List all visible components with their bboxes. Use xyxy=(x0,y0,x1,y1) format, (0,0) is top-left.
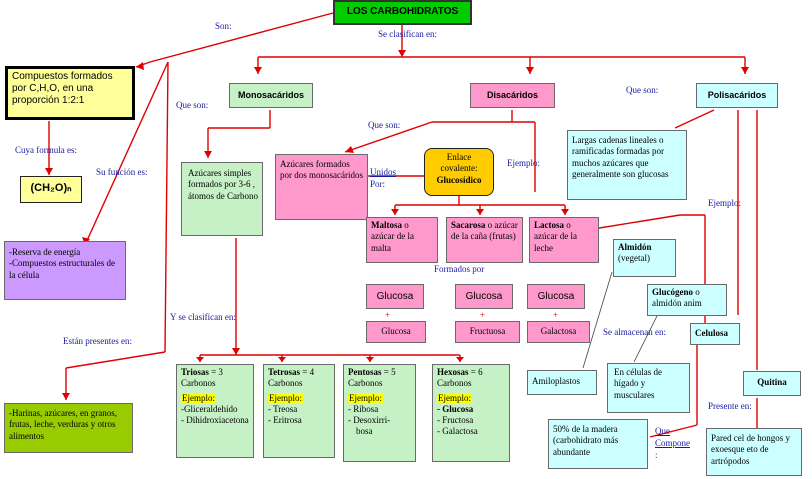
enlace-type: Glucosídico xyxy=(436,174,482,185)
label-por: Por: xyxy=(370,179,386,189)
disaccharide-desc: o azúcar de la caña (frutas) xyxy=(451,220,518,242)
disaccharide-desc: o azúcar de la leche xyxy=(534,220,577,253)
maltosa-box: Maltosa o azúcar de la malta xyxy=(366,217,438,263)
almidon-sub: (vegetal) xyxy=(618,253,650,264)
class-suffix: = 3 xyxy=(211,367,223,377)
ejemplo-tag: Ejemplo: xyxy=(268,392,303,404)
disaccharide-name: Lactosa xyxy=(534,220,564,230)
label-que-son-di: Que son: xyxy=(368,120,401,130)
label-unidos: Unidos xyxy=(370,167,397,177)
monomer-box: Glucosa xyxy=(366,321,426,343)
disaccharide-name: Maltosa xyxy=(371,220,402,230)
example-item: bosa xyxy=(356,426,373,437)
example-item: - Ribosa xyxy=(348,403,379,414)
class-suffix: = 4 xyxy=(302,367,315,377)
pentosas-box: Pentosas = 5 Carbonos Ejemplo: - Ribosa … xyxy=(343,364,416,462)
monomer-box: Glucosa xyxy=(455,284,513,309)
class-name: Hexosas xyxy=(437,367,469,377)
monomer-box: Glucosa xyxy=(366,284,424,309)
class-name: Tetrosas xyxy=(268,367,301,377)
label-que: Que xyxy=(655,426,670,436)
class-carbons: Carbonos xyxy=(268,378,303,389)
triosas-box: Triosas = 3 Carbonos Ejemplo: -Glicerald… xyxy=(176,364,254,458)
example-item: - Dihidroxiacetona xyxy=(181,415,249,425)
class-name: Triosas xyxy=(181,367,209,377)
label-que-son-mono: Que son: xyxy=(176,100,209,110)
glucogeno-sub: o almidón anim xyxy=(652,287,702,309)
class-carbons: Carbonos xyxy=(437,378,472,389)
disacaridos-node: Disacáridos xyxy=(470,83,555,108)
example-item: - Fructosa xyxy=(437,415,474,425)
example-item: - Galactosa xyxy=(437,426,478,437)
hexosas-box: Hexosas = 6 Carbonos Ejemplo: - Glucosa … xyxy=(432,364,510,462)
pared-box: Pared cel de hongos y exoesque eto de ar… xyxy=(706,428,802,476)
label-ejemplo-poli: Ejemplo: xyxy=(708,198,741,208)
main-title: LOS CARBOHIDRATOS xyxy=(333,0,472,25)
monomer-box: Glucosa xyxy=(527,284,585,309)
monomer-box: Galactosa xyxy=(527,321,590,343)
monosacaridos-def: Azúcares simples formados por 3-6 , átom… xyxy=(181,162,263,236)
class-carbons: Carbonos xyxy=(348,378,383,389)
quitina-box: Quitina xyxy=(743,371,801,396)
class-suffix: = 6 xyxy=(470,367,483,377)
celulas-box: En células de hígado y musculares xyxy=(607,363,690,413)
almidon-name: Almidón xyxy=(618,242,652,252)
ejemplo-tag: Ejemplo: xyxy=(437,392,472,404)
class-name: Pentosas xyxy=(348,367,382,377)
label-compone: Compone xyxy=(655,438,690,448)
class-suffix: = 5 xyxy=(383,367,396,377)
polisacaridos-def: Largas cadenas lineales o ramificadas fo… xyxy=(567,130,687,200)
label-compone-colon: : xyxy=(655,450,658,460)
glucogeno-box: Glucógeno o almidón anim xyxy=(647,284,727,316)
celulosa-box: Celulosa xyxy=(690,323,740,345)
disaccharide-desc: o azúcar de la malta xyxy=(371,220,414,253)
lactosa-box: Lactosa o azúcar de la leche xyxy=(529,217,599,263)
class-carbons: Carbonos xyxy=(181,378,216,389)
polisacaridos-node: Polisacáridos xyxy=(696,83,778,108)
enlace-line: Enlace xyxy=(446,152,472,162)
ejemplo-tag: Ejemplo: xyxy=(348,392,383,404)
label-formados-por: Formados por xyxy=(434,264,485,274)
monomer-box: Fructuosa xyxy=(455,321,520,343)
label-ejemplo-di: Ejemplo: xyxy=(507,158,540,168)
label-y-se-clasifican: Y se clasifican en: xyxy=(170,312,236,322)
example-item: - Desoxirri- xyxy=(348,415,391,425)
present-in-box: -Harinas, azúcares, en granos, frutas, l… xyxy=(4,403,133,453)
enlace-node: Enlace covalente: Glucosídico xyxy=(424,148,494,196)
plus-sign: + xyxy=(385,310,391,320)
tetrosas-box: Tetrosas = 4 Carbonos Ejemplo: - Treosa … xyxy=(263,364,335,458)
ejemplo-tag: Ejemplo: xyxy=(181,392,216,404)
formula-box: (CH₂O)ₙ xyxy=(20,176,82,203)
plus-sign: + xyxy=(553,310,559,320)
example-item: - Treosa xyxy=(268,403,298,414)
monosacaridos-node: Monosacáridos xyxy=(229,83,313,108)
sacarosa-box: Sacarosa o azúcar de la caña (frutas) xyxy=(446,217,523,263)
label-cuya-formula: Cuya formula es: xyxy=(15,145,77,155)
functions-box: -Reserva de energía -Compuestos estructu… xyxy=(4,241,126,300)
madera-box: 50% de la madera (carbohidrato más abund… xyxy=(548,419,648,469)
amiloplastos-box: Amiloplastos xyxy=(527,370,597,395)
almidon-box: Almidón (vegetal) xyxy=(613,239,676,277)
definition-box: Compuestos formados por C,H,O, en una pr… xyxy=(5,66,135,120)
example-item: -Gliceraldehído xyxy=(181,403,238,414)
label-se-almacenan: Se almacenan en: xyxy=(603,327,666,337)
disacaridos-def: Azúcares formados por dos monosacáridos xyxy=(275,154,368,220)
label-su-funcion: Su función es: xyxy=(96,167,148,177)
example-item: - Eritrosa xyxy=(268,415,302,425)
label-se-clasifican: Se clasifican en: xyxy=(378,29,437,39)
label-son: Son: xyxy=(215,21,232,31)
function-item: -Reserva de energía xyxy=(9,247,81,257)
disaccharide-name: Sacarosa xyxy=(451,220,486,230)
example-item: - Glucosa xyxy=(437,403,474,414)
enlace-line: covalente: xyxy=(440,163,478,174)
plus-sign: + xyxy=(480,310,486,320)
label-que-son-poli: Que son: xyxy=(626,85,659,95)
label-presente-en: Presente en: xyxy=(708,401,752,411)
label-estan-presentes: Están presentes en: xyxy=(63,336,132,346)
function-item: -Compuestos estructurales de la célula xyxy=(9,258,115,280)
glucogeno-name: Glucógeno xyxy=(652,287,694,297)
